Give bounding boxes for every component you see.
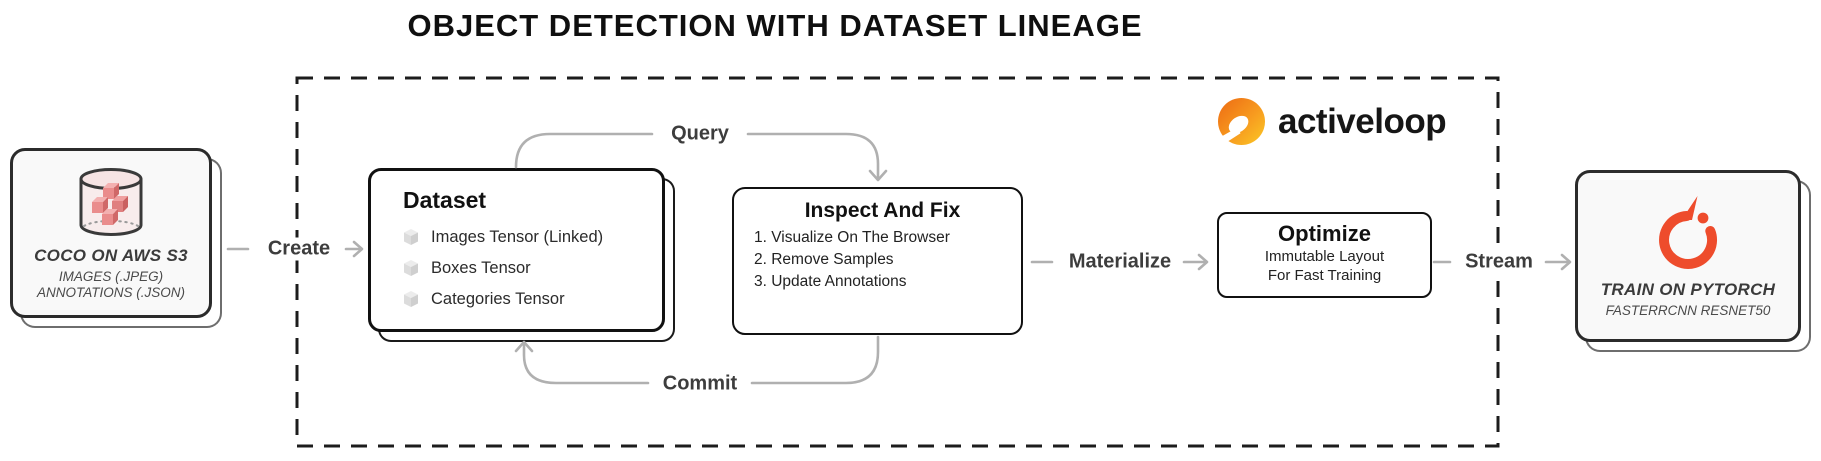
inspect-step: 1. Visualize On The Browser: [754, 229, 950, 246]
source-line2: ANNOTATIONS (.JSON): [37, 285, 185, 300]
cube-icon: [404, 229, 418, 245]
create-label: Create: [261, 237, 337, 261]
page-title: OBJECT DETECTION WITH DATASET LINEAGE: [407, 8, 1143, 43]
inspect-and-fix-box: Inspect And Fix 1. Visualize On The Brow…: [732, 187, 1023, 335]
source-line1: IMAGES (.JPEG): [58, 269, 164, 284]
target-title: TRAIN ON PYTORCH: [1600, 280, 1776, 299]
pytorch-target-box: TRAIN ON PYTORCH FASTERRCNN RESNET50: [1575, 170, 1801, 342]
inspect-title: Inspect And Fix: [804, 199, 961, 222]
inspect-step: 3. Update Annotations: [754, 273, 907, 290]
cube-icon: [404, 291, 418, 307]
database-icon: [79, 168, 143, 236]
tensor-label: Categories Tensor: [431, 290, 565, 308]
activeloop-logo-icon: [1218, 98, 1265, 145]
stream-label: Stream: [1459, 250, 1539, 274]
activeloop-logo: activeloop: [1218, 98, 1447, 145]
coco-source-box: COCO ON AWS S3 IMAGES (.JPEG) ANNOTATION…: [10, 148, 212, 318]
tensor-label: Boxes Tensor: [431, 259, 531, 277]
tensor-row: Images Tensor (Linked): [403, 222, 652, 253]
dataset-title: Dataset: [403, 187, 487, 213]
cube-icon: [404, 260, 418, 276]
pytorch-flame-icon: [1659, 196, 1718, 269]
tensor-row: Categories Tensor: [403, 284, 652, 315]
commit-label: Commit: [656, 372, 744, 396]
optimize-line1: Immutable Layout: [1264, 248, 1385, 265]
optimize-box: Optimize Immutable Layout For Fast Train…: [1217, 212, 1432, 298]
materialize-label: Materialize: [1062, 250, 1178, 274]
optimize-line2: For Fast Training: [1267, 267, 1382, 284]
source-title: COCO ON AWS S3: [34, 246, 188, 265]
tensor-row: Boxes Tensor: [403, 253, 652, 284]
activeloop-wordmark: activeloop: [1278, 101, 1447, 141]
inspect-step: 2. Remove Samples: [754, 251, 894, 268]
db-cubes: [92, 183, 128, 225]
target-subtitle: FASTERRCNN RESNET50: [1605, 303, 1771, 318]
optimize-title: Optimize: [1278, 221, 1371, 246]
query-label: Query: [665, 122, 735, 146]
dataset-box: Dataset Images Tensor (Linked) Boxes Ten…: [368, 168, 665, 332]
tensor-label: Images Tensor (Linked): [431, 228, 604, 246]
